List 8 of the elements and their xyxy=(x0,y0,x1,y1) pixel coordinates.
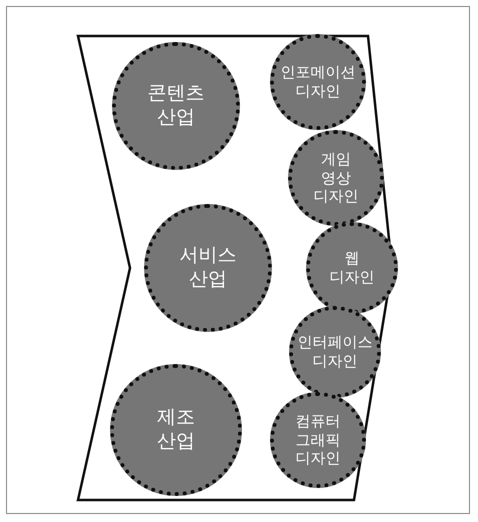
node-label: 컴퓨터 그래픽 디자인 xyxy=(296,412,340,468)
node-label: 인터페이스 디자인 xyxy=(298,333,372,371)
node-label: 콘텐츠 산업 xyxy=(148,82,204,130)
node-label: 서비스 산업 xyxy=(180,244,236,292)
node-label: 웹 디자인 xyxy=(330,249,374,287)
node-label: 제조 산업 xyxy=(157,406,195,454)
node-label: 인포메이션 디자인 xyxy=(280,63,356,101)
node-label: 게임 영상 디자인 xyxy=(314,150,358,206)
